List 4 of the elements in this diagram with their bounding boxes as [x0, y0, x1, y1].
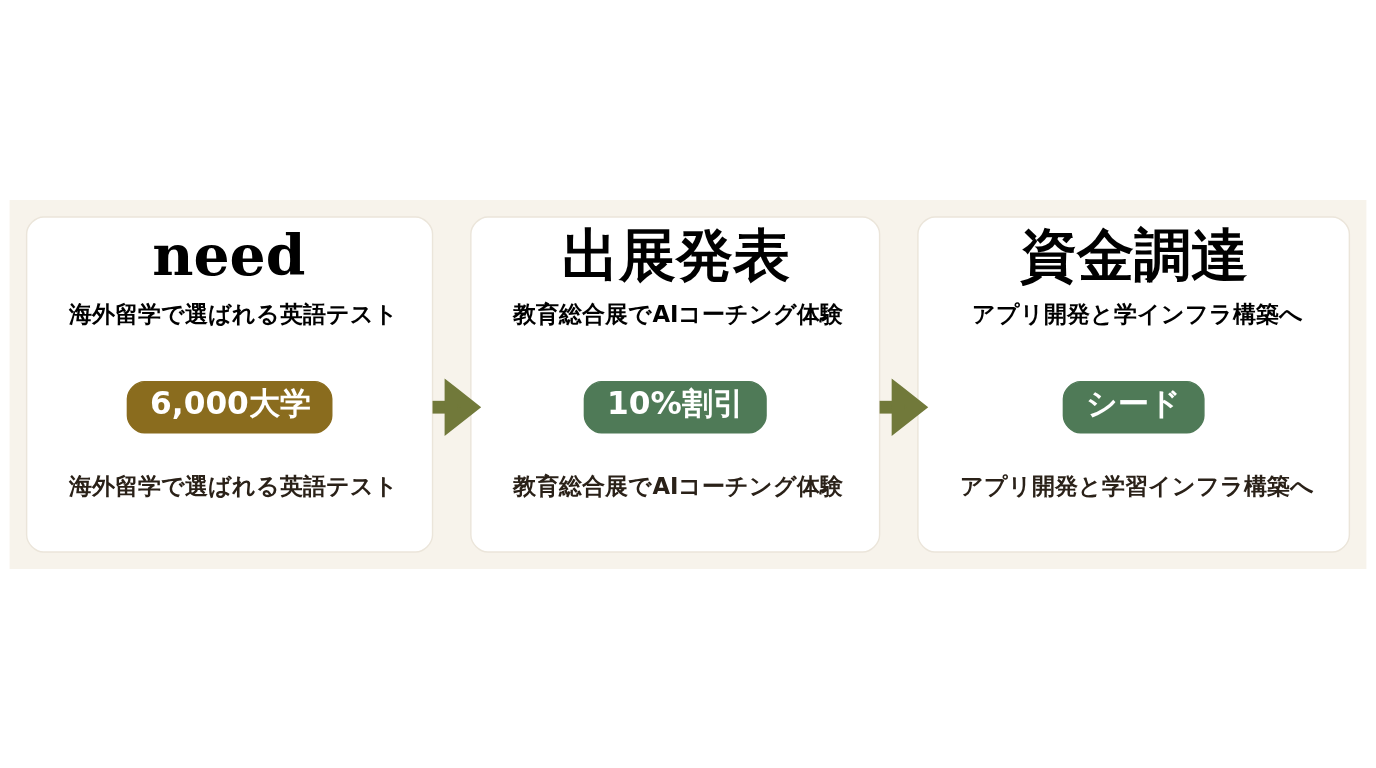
arrow [879, 377, 929, 436]
node-box: 6,000大学 [126, 380, 333, 433]
node-box: シード [1062, 380, 1205, 433]
node-box: 10%割引 [583, 380, 767, 433]
